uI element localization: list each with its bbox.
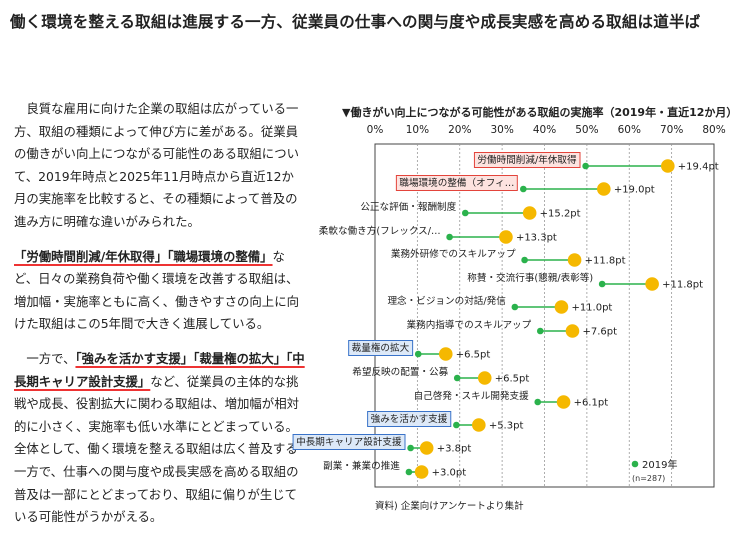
x-tick-label: 10% <box>406 124 429 136</box>
diff-label: +6.5pt <box>456 350 491 361</box>
dot-recent <box>565 324 580 338</box>
dot-recent <box>438 347 453 361</box>
category-label: 労働時間削減/年休取得 <box>477 154 577 166</box>
category-label: 裁量権の拡大 <box>352 342 410 354</box>
x-tick-label: 0% <box>367 124 384 136</box>
dot-2019 <box>521 256 528 264</box>
x-tick-label: 40% <box>533 124 556 136</box>
plot-frame <box>374 143 715 488</box>
x-tick-label: 30% <box>490 124 513 136</box>
diff-label: +19.4pt <box>678 162 719 173</box>
category-label: 称賛・交流行事(懇親/表彰等) <box>467 272 593 284</box>
category-label: 中長期キャリア設計支援 <box>296 436 402 448</box>
x-tick-label: 20% <box>448 124 471 136</box>
category-label: 理念・ビジョンの対話/発信 <box>387 295 506 307</box>
dot-recent <box>414 465 429 479</box>
category-label: 職場環境の整備（オフィ… <box>399 177 514 189</box>
paragraph-3-text: など、従業員の主体的な挑戦や成長、役割拡大に関わる取組は、増加幅が相対的に小さく… <box>14 373 299 525</box>
diff-label: +19.0pt <box>614 185 655 196</box>
category-label: 柔軟な働き方(フレックス/… <box>319 225 441 237</box>
body-text: 良質な雇用に向けた企業の取組は広がっている一方、取組の種類によって伸び方に差があ… <box>14 98 306 541</box>
dot-2019 <box>534 398 542 406</box>
dot-2019 <box>461 209 469 217</box>
diff-label: +6.5pt <box>495 374 530 385</box>
dot-recent <box>522 206 537 220</box>
dot-2019 <box>414 350 422 358</box>
category-label: 自己啓発・スキル開発支援 <box>414 390 530 402</box>
dot-2019 <box>536 327 544 335</box>
dot-recent <box>661 159 675 173</box>
dot-recent <box>499 230 513 244</box>
diff-label: +11.0pt <box>571 303 612 314</box>
dot-recent <box>597 182 611 196</box>
diff-label: +13.3pt <box>516 233 557 244</box>
category-label: 業務内指導でのスキルアップ <box>407 319 532 331</box>
paragraph-1-text: 良質な雇用に向けた企業の取組は広がっている一方、取組の種類によって伸び方に差があ… <box>14 101 299 229</box>
category-label: 希望反映の配置・公募 <box>352 366 448 378</box>
dot-2019 <box>453 374 461 382</box>
category-label: 業務外研修でのスキルアップ <box>391 248 516 260</box>
legend-sample-size: (n=287) <box>632 474 665 483</box>
x-tick-label: 60% <box>618 124 641 136</box>
diff-label: +7.6pt <box>582 327 617 338</box>
paragraph-2: 「労働時間削減/年休取得」「職場環境の整備」など、日々の業務負荷や働く環境を改善… <box>14 246 306 336</box>
chart-title: ▼働きがい向上につながる可能性がある取組の実施率（2019年・直近12か月） <box>342 106 734 119</box>
highlight-box-engagement <box>348 340 414 356</box>
dot-2019 <box>453 421 460 429</box>
dot-recent <box>472 418 486 432</box>
paragraph-3-pre: 一方で、 <box>26 350 76 366</box>
dot-2019 <box>407 444 414 452</box>
dot-recent <box>477 371 492 385</box>
category-label: 副業・兼業の推進 <box>323 460 400 472</box>
diff-label: +15.2pt <box>540 209 581 220</box>
paragraph-2-text: など、日々の業務負荷や働く環境を改善する取組は、増加幅・実施率ともに高く、働きや… <box>14 248 299 332</box>
diff-label: +3.8pt <box>437 444 472 455</box>
dot-recent <box>554 300 569 314</box>
diff-label: +6.1pt <box>574 398 609 409</box>
x-tick-label: 80% <box>702 124 725 136</box>
dot-2019 <box>405 468 413 476</box>
paragraph-3: 一方で、「強みを活かす支援」「裁量権の拡大」「中長期キャリア設計支援」など、従業… <box>14 348 306 529</box>
dot-2019 <box>598 280 606 288</box>
legend-label-2019: 2019年 <box>642 458 677 471</box>
highlight-environment: 「労働時間削減/年休取得」「職場環境の整備」 <box>14 248 273 264</box>
dot-2019 <box>520 185 527 193</box>
legend-dot-2019 <box>631 460 639 468</box>
paragraph-1: 良質な雇用に向けた企業の取組は広がっている一方、取組の種類によって伸び方に差があ… <box>14 98 306 234</box>
x-tick-label: 70% <box>660 124 683 136</box>
dot-recent <box>567 253 582 267</box>
diff-label: +3.0pt <box>432 468 467 479</box>
dot-recent <box>419 441 434 455</box>
dot-recent <box>556 395 571 409</box>
highlight-engagement: 「強みを活かす支援」「裁量権の拡大」「中長期キャリア設計支援」 <box>14 350 305 389</box>
highlight-box-environment <box>395 175 518 191</box>
source-note: 資料) 企業向けアンケートより集計 <box>375 500 524 512</box>
diff-label: +5.3pt <box>489 421 524 432</box>
x-tick-label: 50% <box>575 124 598 136</box>
dot-2019 <box>582 162 589 170</box>
category-label: 強みを活かす支援 <box>371 413 448 425</box>
headline: 働く環境を整える取組は進展する一方、従業員の仕事への関与度や成長実感を高める取組… <box>10 13 701 31</box>
highlight-box-engagement <box>292 434 406 450</box>
category-label: 公正な評価・報酬制度 <box>360 201 456 213</box>
dot-recent <box>645 277 659 291</box>
dot-2019 <box>446 233 453 241</box>
diff-label: +11.8pt <box>662 280 703 291</box>
dot-2019 <box>511 303 519 311</box>
highlight-box-engagement <box>367 411 452 427</box>
highlight-box-environment <box>473 152 581 168</box>
diff-label: +11.8pt <box>585 256 626 267</box>
